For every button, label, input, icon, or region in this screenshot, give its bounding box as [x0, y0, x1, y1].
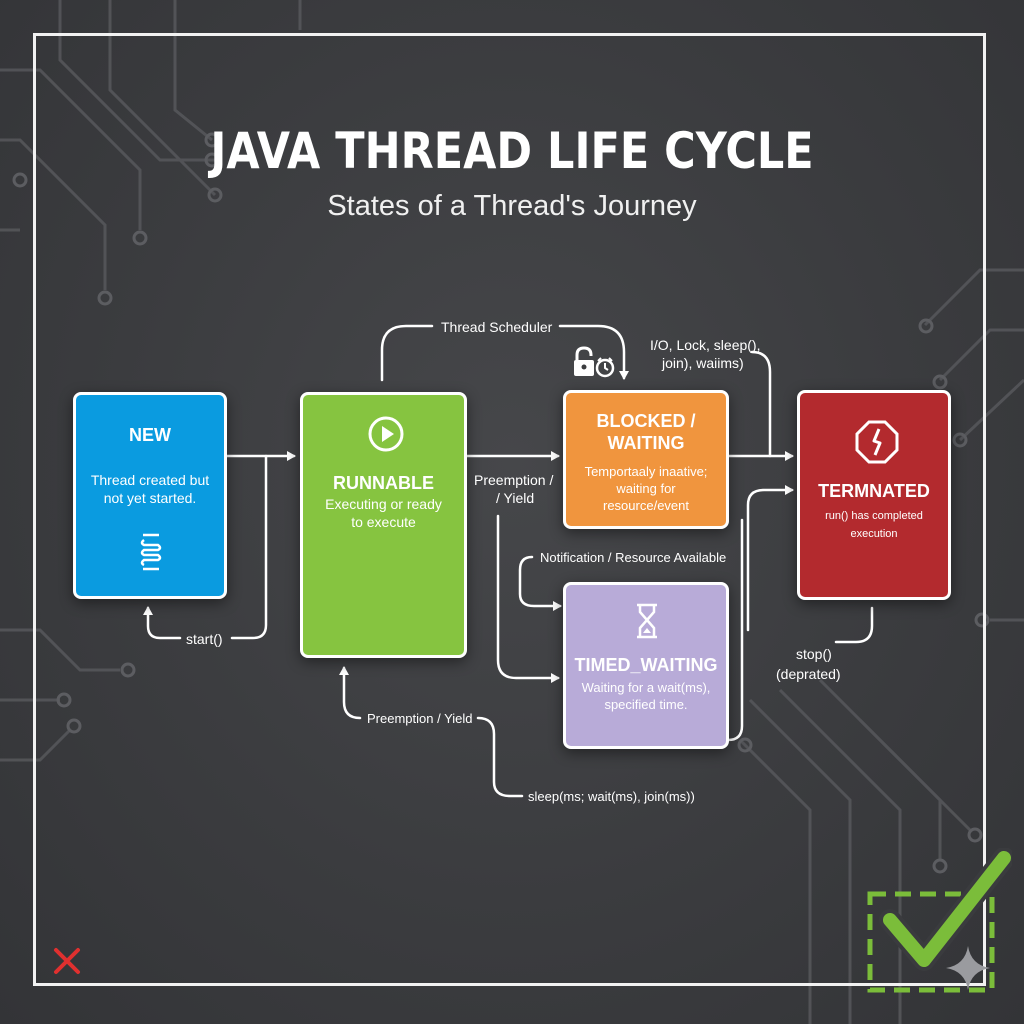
state-runnable-title: RUNNABLE	[333, 473, 434, 493]
spring-icon	[140, 533, 162, 571]
state-timed-waiting[interactable]: TIMED_WAITING Waiting for a wait(ms), sp…	[563, 582, 729, 749]
arrow-io-line	[750, 350, 772, 458]
label-io-lock-2: join), waiims)	[662, 355, 744, 371]
arrow-notification	[518, 555, 562, 611]
lock-icon	[574, 346, 594, 376]
page-title: JAVA THREAD LIFE CYCLE	[210, 122, 814, 180]
hourglass-icon	[637, 603, 657, 639]
state-blocked-desc-3: resource/event	[603, 498, 689, 513]
state-new-desc-2: not yet started.	[103, 490, 197, 506]
state-timed-desc-2: specified time.	[604, 697, 688, 712]
arrow-stop	[834, 606, 874, 644]
arrow-timed-line	[726, 518, 744, 742]
state-blocked-title-1: BLOCKED /	[596, 411, 696, 431]
state-blocked-title-2: WAITING	[607, 433, 685, 453]
state-runnable-desc-2: to execute	[351, 514, 416, 530]
state-new[interactable]: NEW Thread created but not yet started.	[73, 392, 227, 599]
label-stop-deprecated: (deprated)	[776, 666, 841, 682]
state-blocked-desc-2: waiting for	[616, 481, 676, 496]
label-notification: Notification / Resource Available	[540, 550, 727, 565]
play-icon	[368, 416, 404, 452]
stop-sign-icon	[855, 420, 899, 464]
arrow-to-terminated	[746, 485, 794, 632]
label-preemption-yield: Preemption / Yield	[367, 711, 473, 726]
state-timed-desc-1: Waiting for a wait(ms),	[581, 680, 711, 695]
label-preemption-1: Preemption /	[474, 472, 554, 488]
state-runnable[interactable]: RUNNABLE Executing or ready to execute	[300, 392, 467, 658]
arrow-thread-scheduler	[380, 324, 434, 382]
label-sleep-wait-join: sleep(ms; wait(ms), join(ms))	[528, 789, 695, 804]
page-subtitle: States of a Thread's Journey	[327, 190, 697, 222]
state-new-desc-1: Thread created but	[90, 472, 210, 488]
arrow-yield-to-runnable	[339, 666, 362, 720]
label-preemption-2: / Yield	[496, 490, 535, 506]
state-terminated[interactable]: TERMNATED run() has completed execution	[797, 390, 951, 600]
label-start: start()	[186, 631, 223, 647]
arrow-start-return	[143, 606, 182, 640]
arrow-preemption-to-timed	[496, 514, 560, 683]
sparkle-icon	[946, 946, 990, 990]
state-timed-title: TIMED_WAITING	[574, 655, 718, 675]
arrow-scheduler-right	[558, 324, 629, 380]
page-frame	[33, 33, 986, 986]
state-blocked-waiting[interactable]: BLOCKED / WAITING Temportaaly inaative; …	[563, 390, 729, 529]
state-blocked-desc-1: Temportaaly inaative;	[584, 464, 708, 479]
label-io-lock-1: I/O, Lock, sleep(),	[650, 337, 761, 353]
arrow-yield-line	[476, 716, 524, 798]
state-terminated-title: TERMNATED	[818, 481, 930, 501]
checkmark-icon[interactable]	[862, 848, 1012, 998]
state-terminated-desc: run() has completed execution	[825, 510, 923, 540]
label-thread-scheduler: Thread Scheduler	[441, 319, 553, 335]
close-icon[interactable]	[52, 946, 82, 976]
clock-icon	[595, 357, 615, 378]
arrow-start	[230, 454, 268, 640]
state-runnable-desc-1: Executing or ready	[325, 496, 442, 512]
state-new-title: NEW	[129, 425, 171, 445]
label-stop: stop()	[796, 646, 832, 662]
